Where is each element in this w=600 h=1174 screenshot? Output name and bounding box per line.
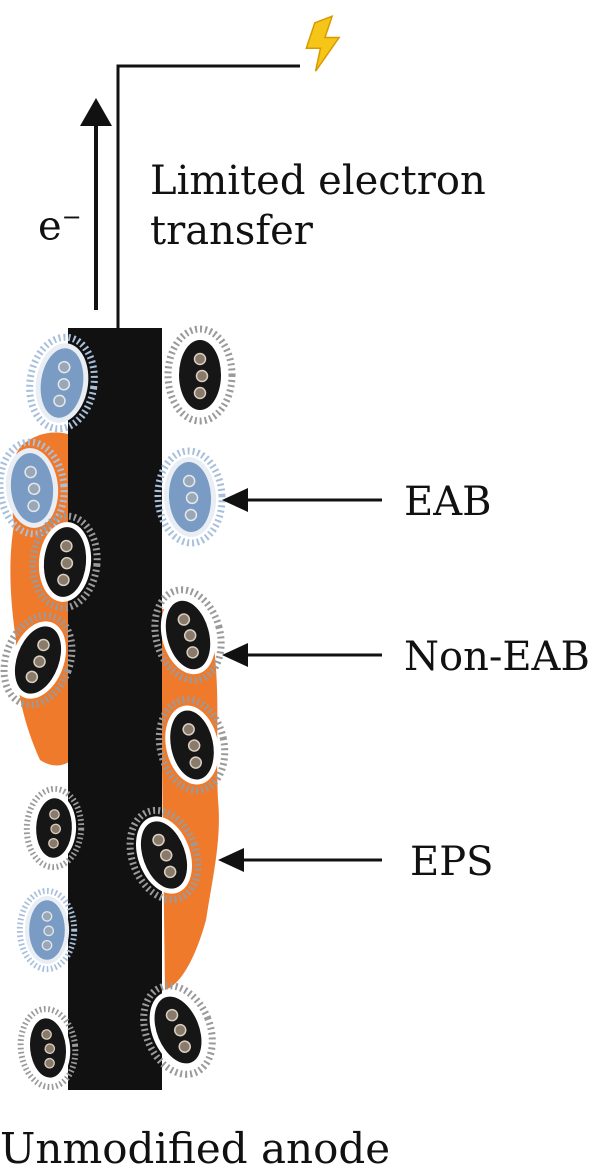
limited-transfer-label: Limited electron transfer — [150, 156, 486, 256]
non-eab-pointer-arrowhead — [222, 643, 248, 667]
lightning-bolt-icon — [305, 15, 341, 72]
electron-charge: − — [61, 203, 82, 231]
eps-pointer-arrowhead — [218, 848, 244, 872]
limited-transfer-line2: transfer — [150, 208, 313, 254]
eps-label: EPS — [410, 839, 494, 885]
eab-pointer-arrowhead — [222, 488, 248, 512]
external-wire — [116, 64, 300, 330]
electron-label: e− — [38, 205, 82, 246]
non-eab-label: Non-EAB — [404, 634, 590, 680]
electron-arrow-head — [80, 98, 112, 126]
eab-bacterium — [156, 449, 225, 544]
eab-bacterium — [20, 891, 74, 969]
eab-label: EAB — [404, 479, 492, 525]
non-eab-bacterium — [168, 329, 232, 421]
limited-transfer-line1: Limited electron — [150, 158, 486, 204]
caption-label: Unmodified anode — [0, 1124, 391, 1173]
anode — [68, 328, 162, 1090]
electron-symbol: e — [38, 203, 62, 250]
